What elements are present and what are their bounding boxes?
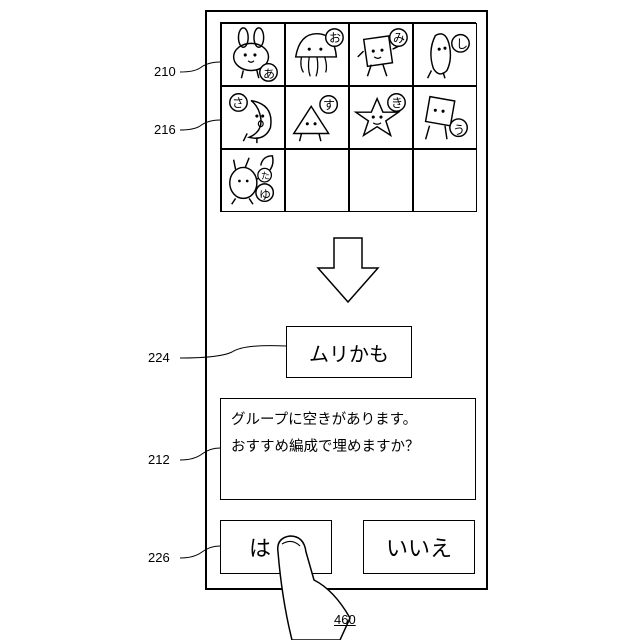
ref-label-row: 216 (154, 122, 176, 137)
no-button[interactable]: いいえ (363, 520, 475, 574)
character-slot-empty[interactable] (413, 149, 477, 212)
message-line-2: おすすめ編成で埋めますか？ (231, 434, 465, 461)
character-slot-4[interactable]: し (413, 23, 477, 86)
squirrel-icon (222, 150, 284, 211)
muri-button[interactable]: ムリかも (286, 326, 412, 378)
character-slot-5[interactable]: さ (221, 86, 285, 149)
character-slot-1[interactable]: あ (221, 23, 285, 86)
message-box: グループに空きがあります。 おすすめ編成で埋めますか？ (220, 398, 476, 500)
character-slot-7[interactable]: き (349, 86, 413, 149)
character-slot-2[interactable]: お (285, 23, 349, 86)
character-label: お (329, 29, 341, 46)
character-label-small: た (261, 169, 270, 182)
character-slot-9[interactable]: た ゆ (221, 149, 285, 212)
character-label: さ (232, 94, 244, 111)
character-slot-empty[interactable] (285, 149, 349, 212)
bean-creature-icon (414, 24, 476, 85)
character-label: し (456, 35, 468, 52)
character-label: ゆ (259, 186, 271, 203)
character-grid: あ お み し (220, 22, 476, 212)
down-arrow-icon (316, 236, 380, 306)
box-creature-icon (414, 87, 476, 148)
ref-label-message: 212 (148, 452, 170, 467)
ref-label-grid: 210 (154, 64, 176, 79)
character-label: う (453, 121, 465, 138)
character-slot-empty[interactable] (349, 149, 413, 212)
character-label: あ (263, 65, 275, 82)
ref-label-button: 224 (148, 350, 170, 365)
message-line-1: グループに空きがあります。 (231, 407, 465, 434)
character-label: す (323, 96, 335, 113)
figure-number: 460 (334, 612, 356, 627)
character-slot-8[interactable]: う (413, 86, 477, 149)
character-label: き (391, 94, 403, 111)
ref-label-yes: 226 (148, 550, 170, 565)
character-slot-3[interactable]: み (349, 23, 413, 86)
character-label: み (393, 29, 405, 46)
character-slot-6[interactable]: す (285, 86, 349, 149)
triangle-creature-icon (286, 87, 348, 148)
